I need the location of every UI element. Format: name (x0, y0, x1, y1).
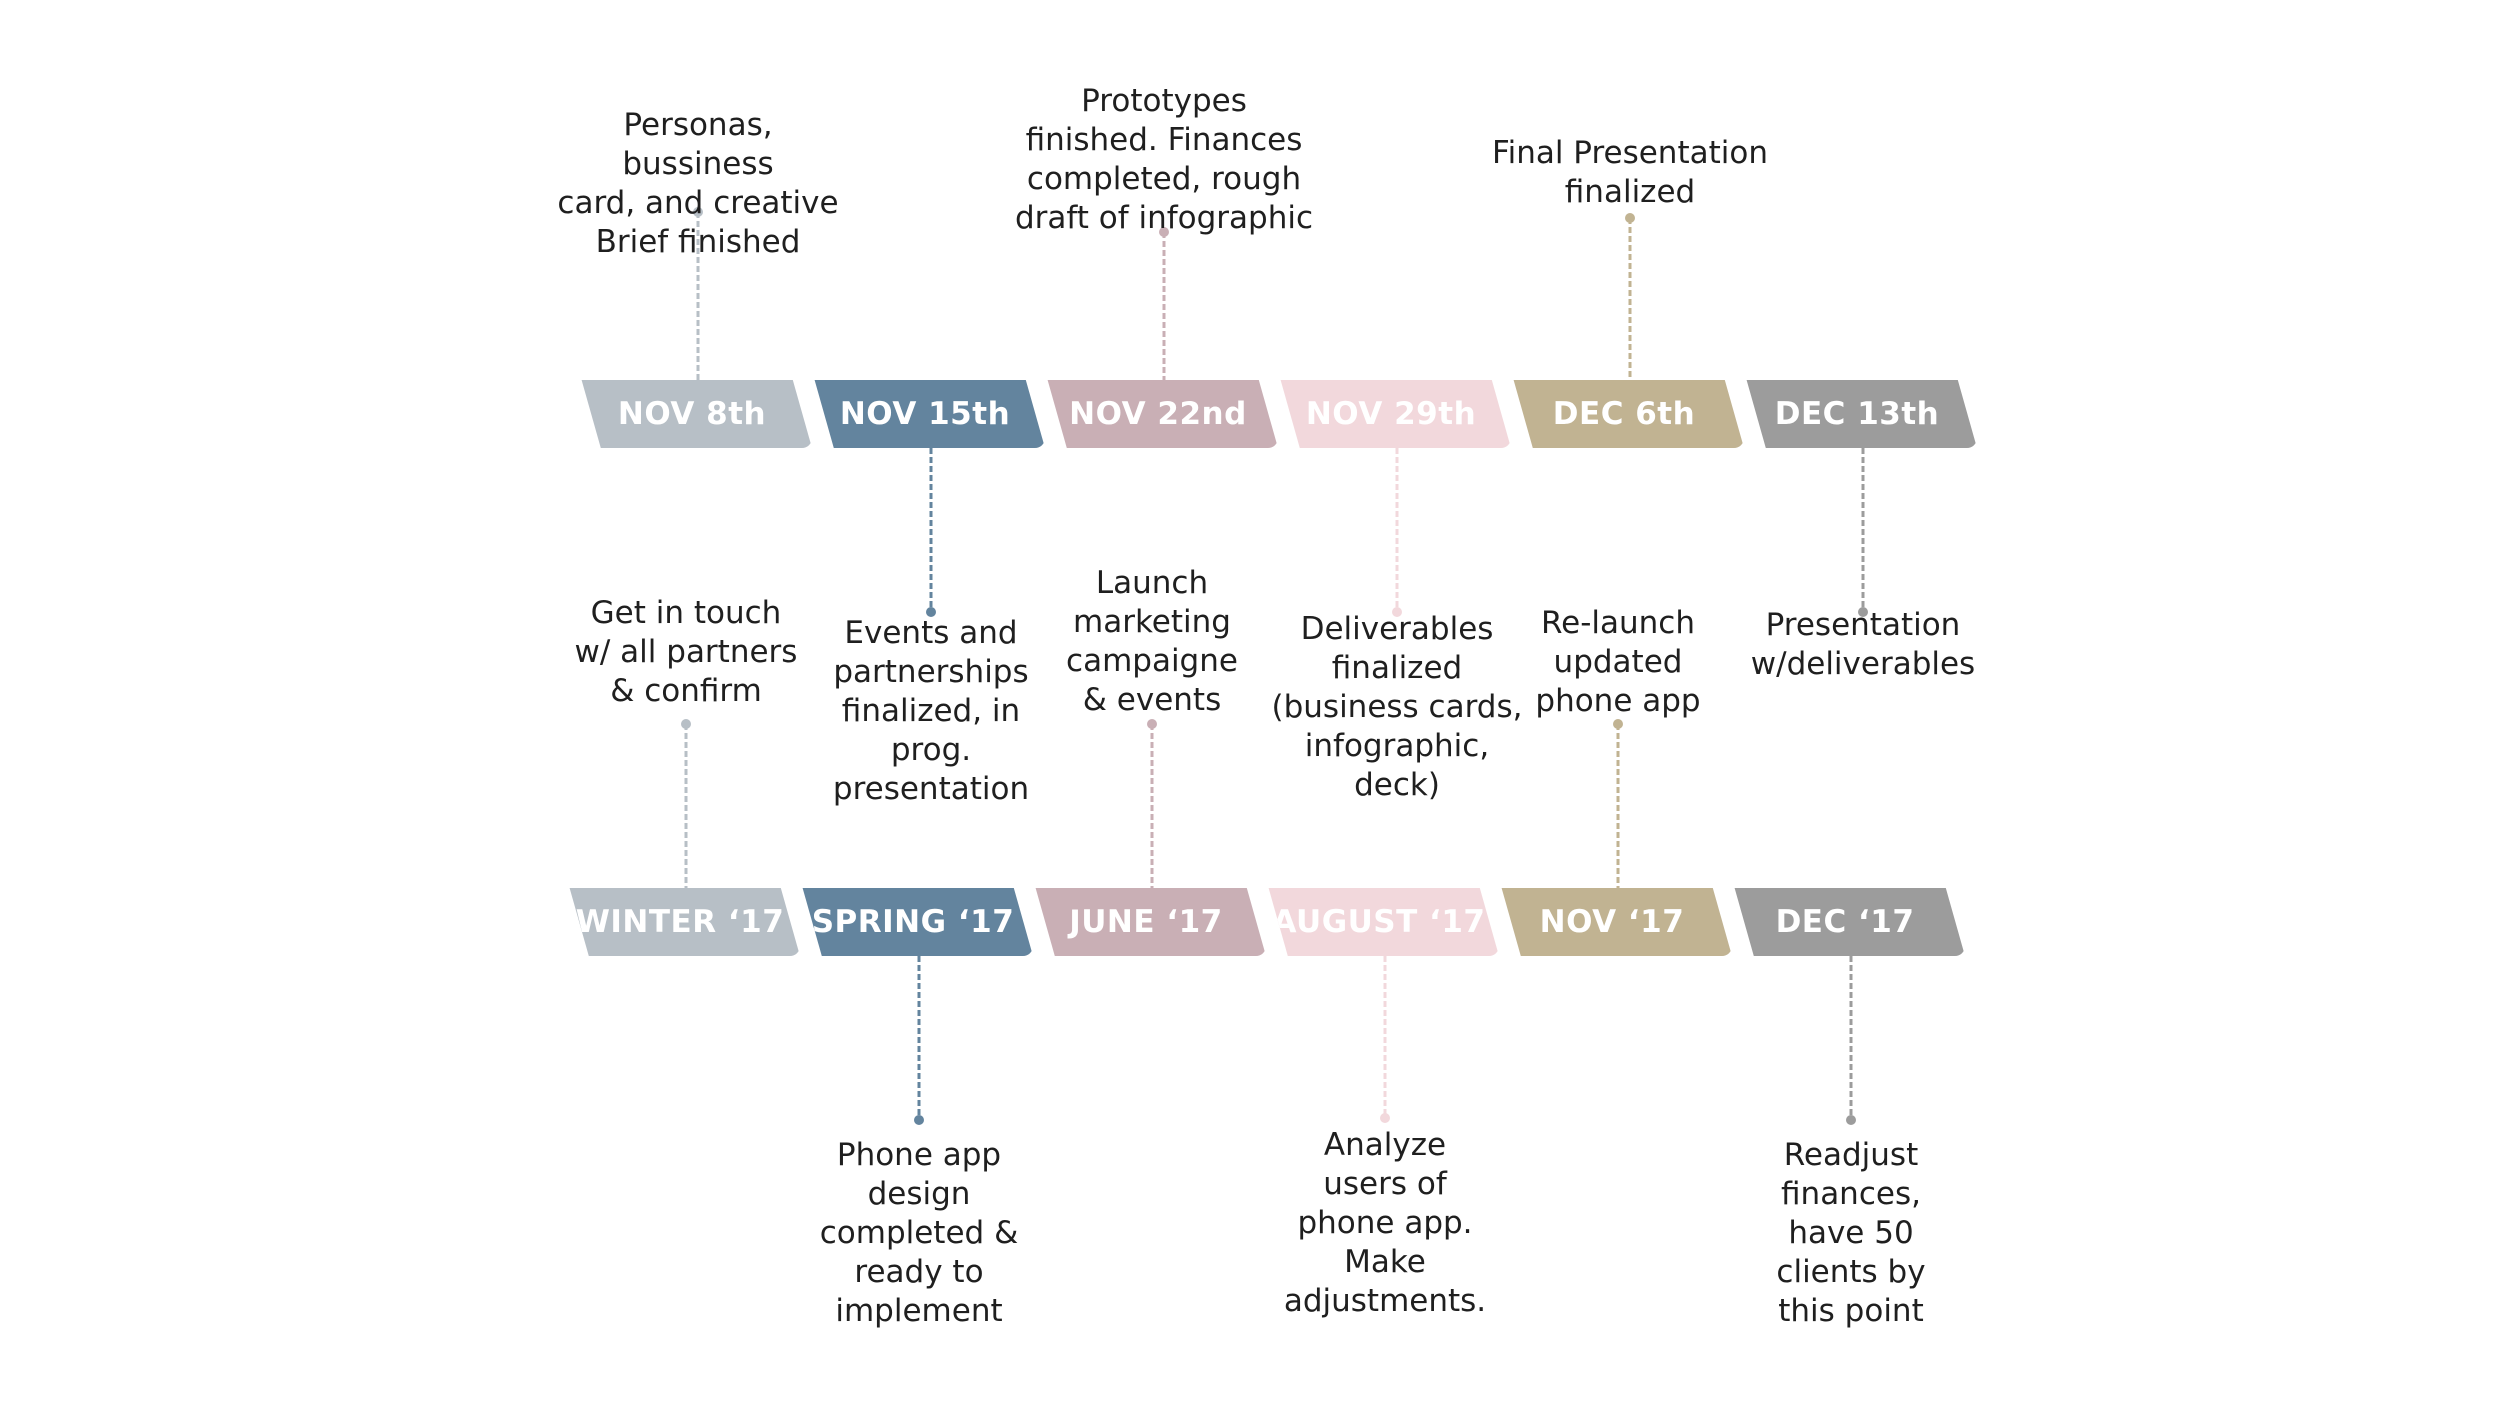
milestone-note: Re-launch updated phone app (1535, 605, 1701, 719)
connector-dot (681, 719, 691, 729)
milestone-note: Personas, bussiness card, and creative B… (557, 107, 839, 260)
milestone-tag: WINTER ‘17 (569, 888, 800, 956)
connector-dot (1147, 719, 1157, 729)
milestone-tag: NOV 8th (581, 380, 812, 448)
milestone-note: Events and partnerships finalized, in pr… (832, 615, 1030, 807)
connector-dot (1159, 227, 1169, 237)
milestone-note: Readjust finances, have 50 clients by th… (1776, 1137, 1926, 1329)
milestone-note: Analyze users of phone app. Make adjustm… (1283, 1127, 1487, 1319)
connector-dot (914, 1115, 924, 1125)
milestone-note: Deliverables finalized (business cards, … (1271, 611, 1523, 803)
milestone-tag: SPRING ‘17 (802, 888, 1033, 956)
milestone-tag: NOV 15th (814, 380, 1045, 448)
milestone-tag: NOV 22nd (1047, 380, 1278, 448)
milestone-tag: AUGUST ‘17 (1268, 888, 1499, 956)
milestone-tag: DEC 6th (1513, 380, 1744, 448)
milestone-tag: JUNE ‘17 (1035, 888, 1266, 956)
milestone-note: Phone app design completed & ready to im… (819, 1137, 1019, 1329)
connector-dot (693, 207, 703, 217)
connector-dot (1846, 1115, 1856, 1125)
milestone-note: Presentation w/deliverables (1750, 607, 1976, 682)
connector-dot (1613, 719, 1623, 729)
milestone-note: Final Presentation finalized (1492, 135, 1768, 210)
milestone-tag: DEC ‘17 (1734, 888, 1965, 956)
connector-dot (1858, 607, 1868, 617)
milestone-note: Prototypes finished. Finances completed,… (1014, 83, 1314, 236)
connector-dot (1625, 213, 1635, 223)
milestone-note: Get in touch w/ all partners & confirm (574, 595, 798, 709)
connector-dot (1392, 607, 1402, 617)
connector-dot (1380, 1113, 1390, 1123)
connector-dot (926, 607, 936, 617)
milestone-tag: DEC 13th (1746, 380, 1977, 448)
milestone-tag: NOV ‘17 (1501, 888, 1732, 956)
milestone-tag: NOV 29th (1280, 380, 1511, 448)
milestone-note: Launch marketing campaigne & events (1066, 565, 1238, 718)
